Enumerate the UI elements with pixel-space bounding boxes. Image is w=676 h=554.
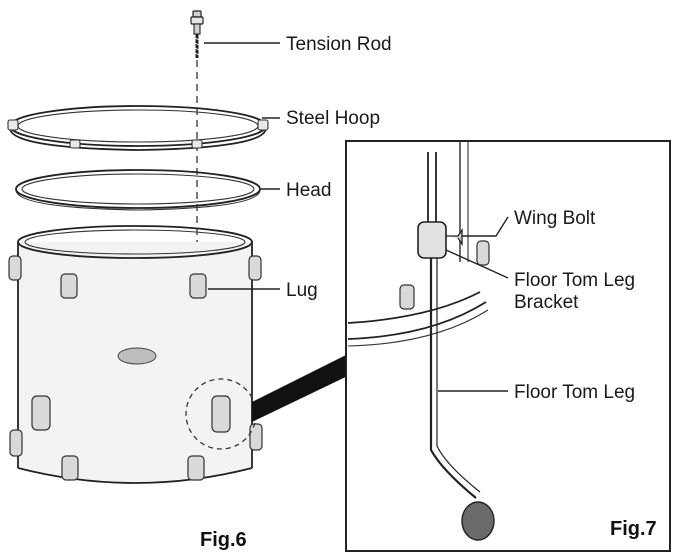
floor-tom-leg-bracket (417, 221, 447, 259)
tension-rod (190, 10, 204, 58)
lug (61, 455, 79, 481)
fig7-detail (347, 142, 495, 541)
lug (211, 395, 231, 433)
lug (31, 395, 51, 431)
fig7-frame (345, 140, 671, 552)
lug (9, 429, 23, 457)
fig7-leaders (438, 216, 509, 392)
detail-connector (252, 350, 356, 422)
lug (249, 423, 263, 451)
lug (187, 455, 205, 481)
lugs (8, 255, 263, 481)
lug (189, 273, 207, 299)
rubber-foot (461, 501, 495, 541)
drum-shell (17, 225, 253, 484)
badge-emblem (117, 347, 157, 365)
label-floor-tom-leg-bracket-line2: Bracket (514, 292, 579, 313)
label-floor-tom-leg-bracket-line1: Floor Tom Leg (514, 270, 635, 291)
fig6-caption: Fig.6 (200, 529, 247, 551)
fig7-caption: Fig.7 (610, 518, 657, 540)
lug (8, 255, 22, 281)
drum-head (15, 169, 261, 211)
label-tension-rod: Tension Rod (286, 34, 392, 55)
label-wing-bolt: Wing Bolt (514, 208, 596, 229)
floor-tom-leg (427, 152, 437, 230)
steel-hoop (7, 105, 269, 151)
fig6-leaders (204, 42, 280, 290)
label-lug: Lug (286, 280, 318, 301)
lug (248, 255, 262, 281)
label-steel-hoop: Steel Hoop (286, 108, 380, 129)
wing-bolt (446, 227, 463, 247)
lug (60, 273, 78, 299)
label-floor-tom-leg: Floor Tom Leg (514, 382, 635, 403)
label-head: Head (286, 180, 331, 201)
